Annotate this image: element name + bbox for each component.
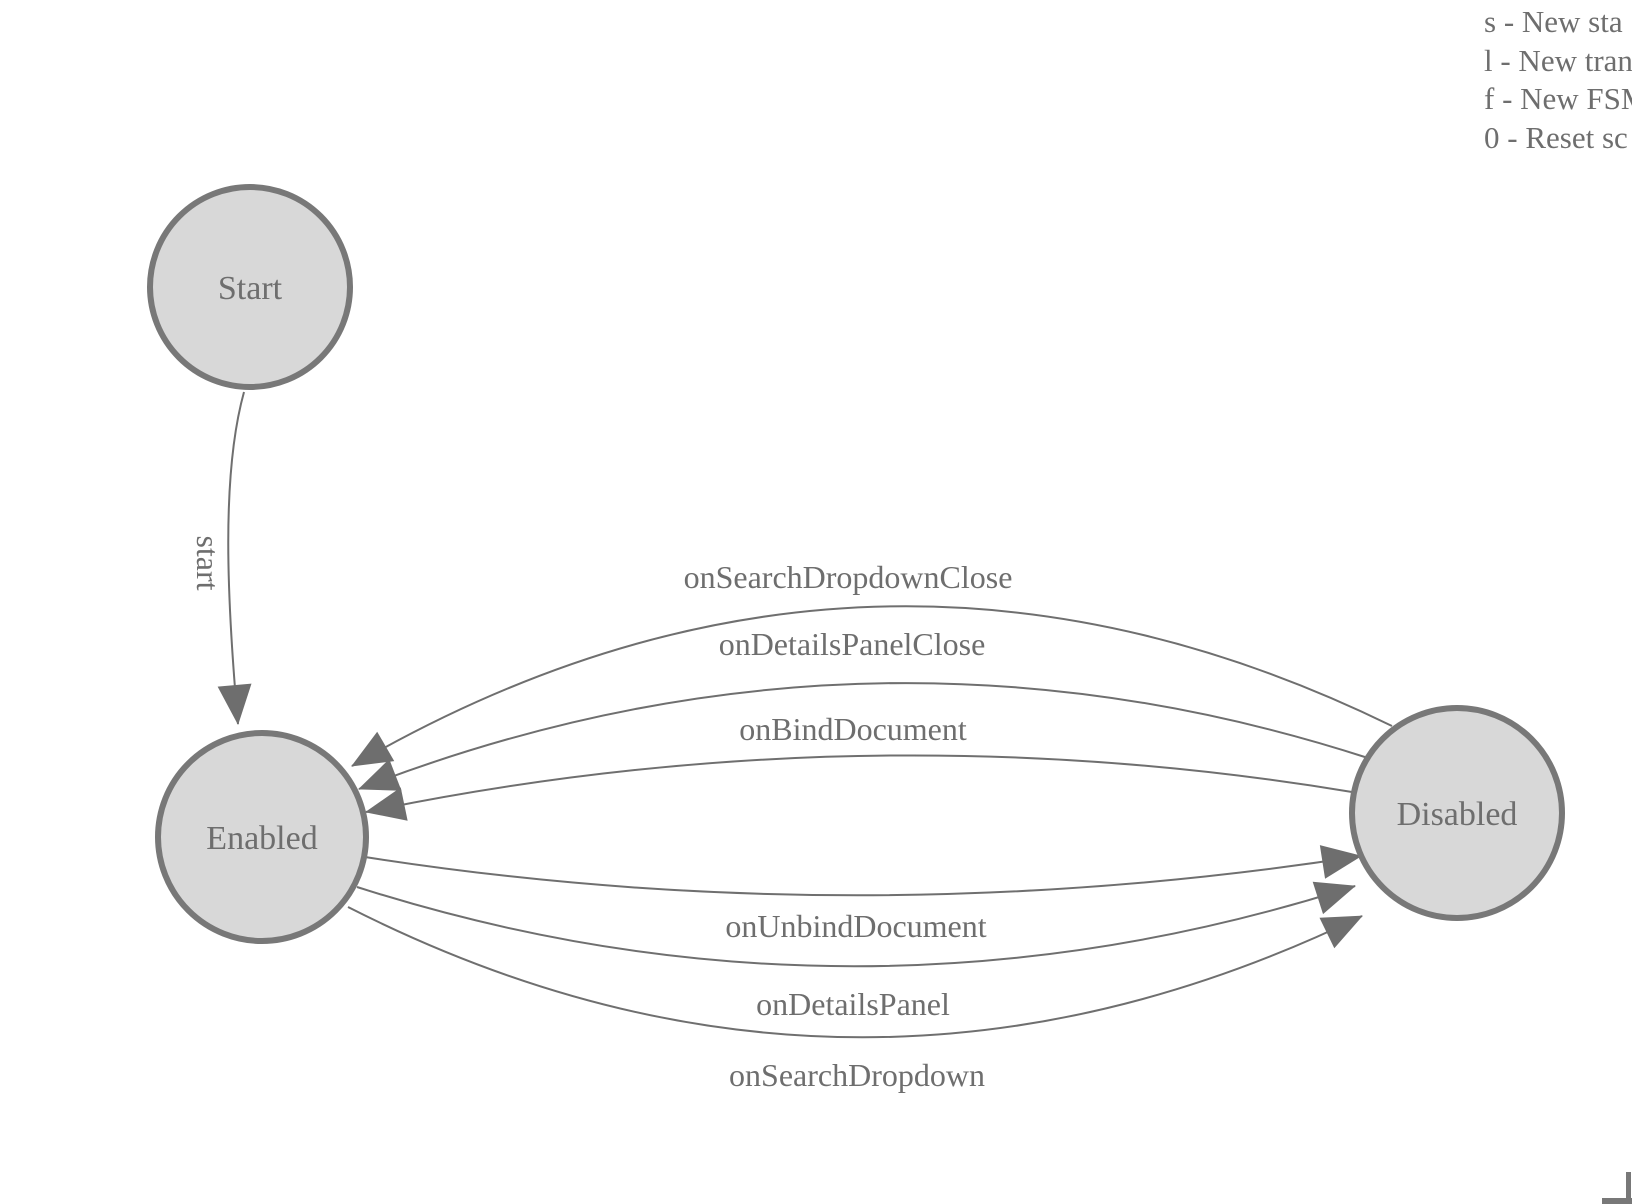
state-node-disabled[interactable] — [1349, 705, 1565, 921]
transition-label-onDetailsPanelClose: onDetailsPanelClose — [719, 626, 986, 662]
transition-edge-onDetailsPanel[interactable] — [356, 881, 1356, 968]
state-node-enabled[interactable] — [155, 730, 369, 944]
transition-onSearchDropdownClose: onSearchDropdownClose — [351, 559, 1393, 767]
state-enabled: Enabled — [155, 730, 369, 944]
transition-label-start: start — [190, 535, 226, 590]
canvas-corner-mark — [1626, 1172, 1631, 1199]
transition-label-onDetailsPanel: onDetailsPanel — [756, 986, 950, 1022]
canvas-corner-mark — [1602, 1198, 1632, 1204]
transition-label-onSearchDropdownClose: onSearchDropdownClose — [684, 559, 1013, 595]
state-node-start[interactable] — [147, 184, 353, 390]
state-label-enabled: Enabled — [206, 820, 317, 857]
transition-onUnbindDocument: onUnbindDocument — [364, 845, 1362, 944]
state-label-disabled: Disabled — [1397, 796, 1518, 833]
transition-edge-onBindDocument[interactable] — [365, 754, 1353, 821]
shortcut-legend-line: 0 - Reset sc — [1484, 119, 1628, 155]
state-disabled: Disabled — [1349, 705, 1565, 921]
transition-onSearchDropdown: onSearchDropdown — [347, 906, 1363, 1093]
shortcut-legend-line: f - New FSM — [1484, 81, 1632, 116]
transition-edge-onSearchDropdown[interactable] — [347, 906, 1363, 1039]
transition-label-onSearchDropdown: onSearchDropdown — [729, 1057, 985, 1093]
shortcut-legend-line: l - New tran — [1484, 42, 1632, 78]
transition-start: start — [190, 391, 252, 725]
state-label-start: Start — [218, 270, 283, 307]
transition-edge-onUnbindDocument[interactable] — [364, 845, 1362, 897]
transition-onDetailsPanelClose: onDetailsPanelClose — [358, 626, 1369, 791]
state-start: Start — [147, 184, 353, 390]
transition-edge-onSearchDropdownClose[interactable] — [351, 605, 1393, 767]
transition-edge-onDetailsPanelClose[interactable] — [358, 682, 1369, 791]
transition-onBindDocument: onBindDocument — [365, 711, 1353, 821]
transition-edge-start[interactable] — [217, 391, 252, 725]
transition-onDetailsPanel: onDetailsPanel — [356, 881, 1356, 1022]
shortcut-legend-line: s - New sta — [1484, 4, 1623, 39]
transition-label-onBindDocument: onBindDocument — [739, 711, 967, 747]
shortcut-legend: s - New sta l - New tran f - New FSM 0 -… — [1484, 3, 1632, 157]
transition-label-onUnbindDocument: onUnbindDocument — [725, 908, 986, 944]
